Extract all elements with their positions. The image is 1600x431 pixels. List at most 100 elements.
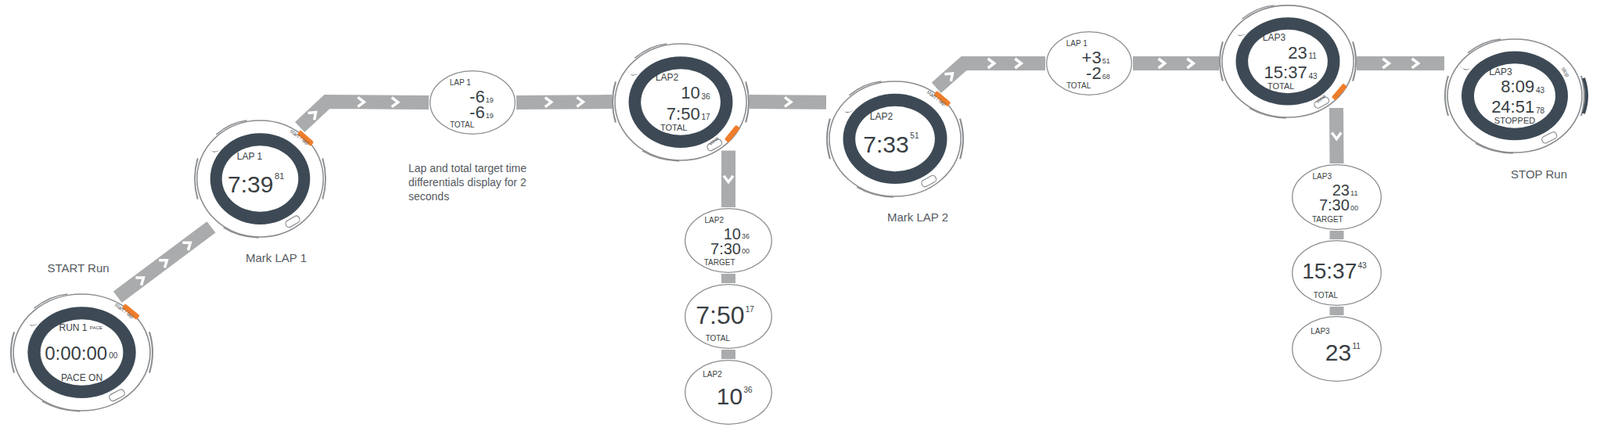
flow-bar — [299, 97, 429, 127]
chevron-head — [545, 97, 552, 108]
bar — [1330, 306, 1345, 316]
display-text: TOTAL — [660, 122, 687, 132]
display-text: LAP2 — [702, 370, 722, 379]
step-label: Mark LAP 1 — [245, 250, 307, 267]
chevron-head — [158, 260, 167, 269]
display-readout: LAP210367:3000TARGET — [683, 207, 774, 274]
flow-bar — [1331, 107, 1342, 164]
watch-face: RUN 1PACE0:00:0000PACE ONstart / lap — [10, 291, 154, 414]
display-text: LAP3 — [1312, 172, 1332, 181]
chevron-head — [182, 242, 191, 251]
display-text: 8:09 — [1500, 78, 1535, 96]
watch-face: LAP210367:5017TOTALview — [611, 40, 750, 163]
display-text: STOPPED — [1494, 115, 1536, 125]
watch-face: LAP27:3351start / lap — [826, 78, 964, 199]
display-text: +3 — [1082, 49, 1102, 67]
flow-bar — [749, 97, 827, 107]
display-text: 19 — [485, 96, 494, 104]
display-text: 24:51 — [1491, 98, 1535, 116]
display-text: 0:00:00 — [44, 344, 108, 364]
step-label: START Run — [46, 260, 109, 277]
chevron-head — [784, 97, 792, 107]
display-readout: LAP323117:3000TARGET — [1290, 163, 1383, 231]
display-text: LAP2 — [655, 72, 679, 83]
step-label: Mark LAP 2 — [887, 209, 949, 226]
display-text: 7:33 — [862, 133, 909, 157]
watch-body — [611, 40, 750, 163]
display-text: 36 — [743, 386, 752, 395]
bar — [721, 273, 736, 284]
display-text: 10 — [723, 226, 741, 242]
display-text: 00 — [1350, 204, 1359, 212]
display-text: 17 — [701, 113, 710, 122]
watch-face: LAP38:094324:5178STOPPEDstop — [1444, 35, 1586, 155]
display-text: 36 — [741, 233, 750, 241]
bar — [721, 349, 736, 360]
display-text: 7:39 — [227, 172, 274, 197]
note-text: Lap and total target time differentials … — [408, 161, 565, 205]
display-text: TARGET — [1312, 215, 1344, 224]
display-text: 23 — [1332, 182, 1350, 198]
chevron-head — [1014, 58, 1022, 69]
chevron-head — [357, 97, 364, 107]
display-text: LAP3 — [1262, 32, 1286, 43]
chevron-head — [1382, 58, 1389, 69]
display-text: 51 — [909, 132, 919, 141]
flow-bar — [1356, 58, 1445, 69]
chevron-head — [576, 97, 583, 107]
flow-bar — [728, 349, 730, 360]
bar — [516, 101, 612, 103]
bar — [1356, 56, 1445, 71]
display-text: LAP 1 — [449, 79, 472, 87]
display-text: TOTAL — [449, 121, 475, 130]
flow-bar — [728, 273, 730, 284]
chevron-head — [1186, 58, 1194, 69]
display-text: 15:37 — [1301, 260, 1357, 283]
display-text: 43 — [1357, 262, 1367, 270]
display-text: TOTAL — [1267, 81, 1295, 90]
display-text: 7:30 — [710, 240, 741, 257]
display-text: 10 — [716, 384, 743, 409]
bar — [299, 101, 429, 128]
display-text: -2 — [1085, 64, 1102, 83]
display-readout: 7:5017TOTAL — [683, 283, 774, 350]
display-text: LAP3 — [1488, 67, 1512, 77]
display-text: PACE — [89, 325, 103, 331]
display-text: 11 — [1350, 189, 1358, 197]
watch-face: LAP 17:3981start / lap — [194, 117, 327, 240]
bar — [749, 94, 827, 110]
display-readout: LAP3 2311 — [1290, 315, 1383, 383]
display-text: PACE ON — [61, 373, 103, 383]
bar — [1330, 230, 1345, 240]
flow-bar — [516, 97, 612, 107]
flow-bar — [723, 150, 734, 208]
display-text: LAP3 — [1310, 327, 1330, 336]
display-readout: LAP2 1036 — [683, 359, 774, 426]
display-text: 00 — [741, 248, 750, 256]
display-text: 19 — [485, 111, 494, 119]
display-text: -6 — [469, 104, 486, 122]
flow-bar — [1336, 306, 1338, 316]
chevron-head — [1412, 58, 1419, 69]
display-text: 23 — [1325, 341, 1352, 365]
watch-face: LAP3231115:3743TOTALview — [1218, 2, 1357, 120]
display-text: 10 — [680, 84, 700, 102]
flow-bar — [1336, 230, 1338, 240]
bar — [721, 150, 736, 208]
display-readout: LAP 1-619-619TOTAL — [428, 69, 517, 136]
flow-bar — [117, 226, 212, 297]
display-text: LAP 1 — [1066, 39, 1088, 48]
display-text: RUN 1 — [59, 323, 88, 333]
display-text: TARGET — [704, 258, 736, 267]
chevron-head — [1158, 58, 1165, 69]
display-text: -6 — [469, 88, 486, 106]
display-text: 7:50 — [695, 302, 745, 328]
watch-body — [1218, 2, 1357, 120]
chevron-head — [988, 58, 995, 69]
chevron-head — [944, 73, 953, 82]
display-text: LAP2 — [704, 216, 724, 225]
display-text: 81 — [274, 171, 285, 180]
display-text: 15:37 — [1264, 64, 1308, 82]
chevron-head — [1331, 132, 1342, 139]
display-text: 11 — [1351, 342, 1360, 351]
